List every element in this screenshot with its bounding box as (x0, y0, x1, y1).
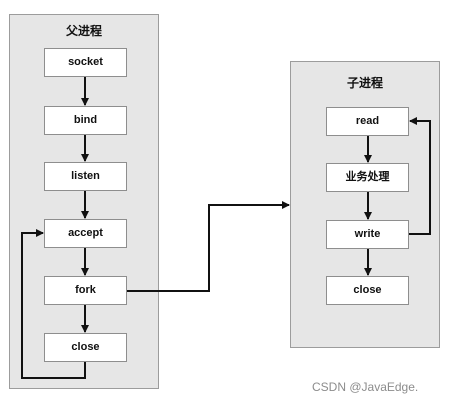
write-node: write (326, 220, 409, 249)
business-processing-node: 业务处理 (326, 163, 409, 192)
parent-close-node: close (44, 333, 127, 362)
child-close-node: close (326, 276, 409, 305)
child-process-title: 子进程 (346, 76, 383, 90)
read-node: read (326, 107, 409, 136)
socket-node: socket (44, 48, 127, 77)
parent-process-title: 父进程 (65, 24, 102, 38)
listen-node: listen (44, 162, 127, 191)
csdn-watermark: CSDN @JavaEdge. (312, 380, 419, 394)
accept-node: accept (44, 219, 127, 248)
fork-node: fork (44, 276, 127, 305)
bind-node: bind (44, 106, 127, 135)
